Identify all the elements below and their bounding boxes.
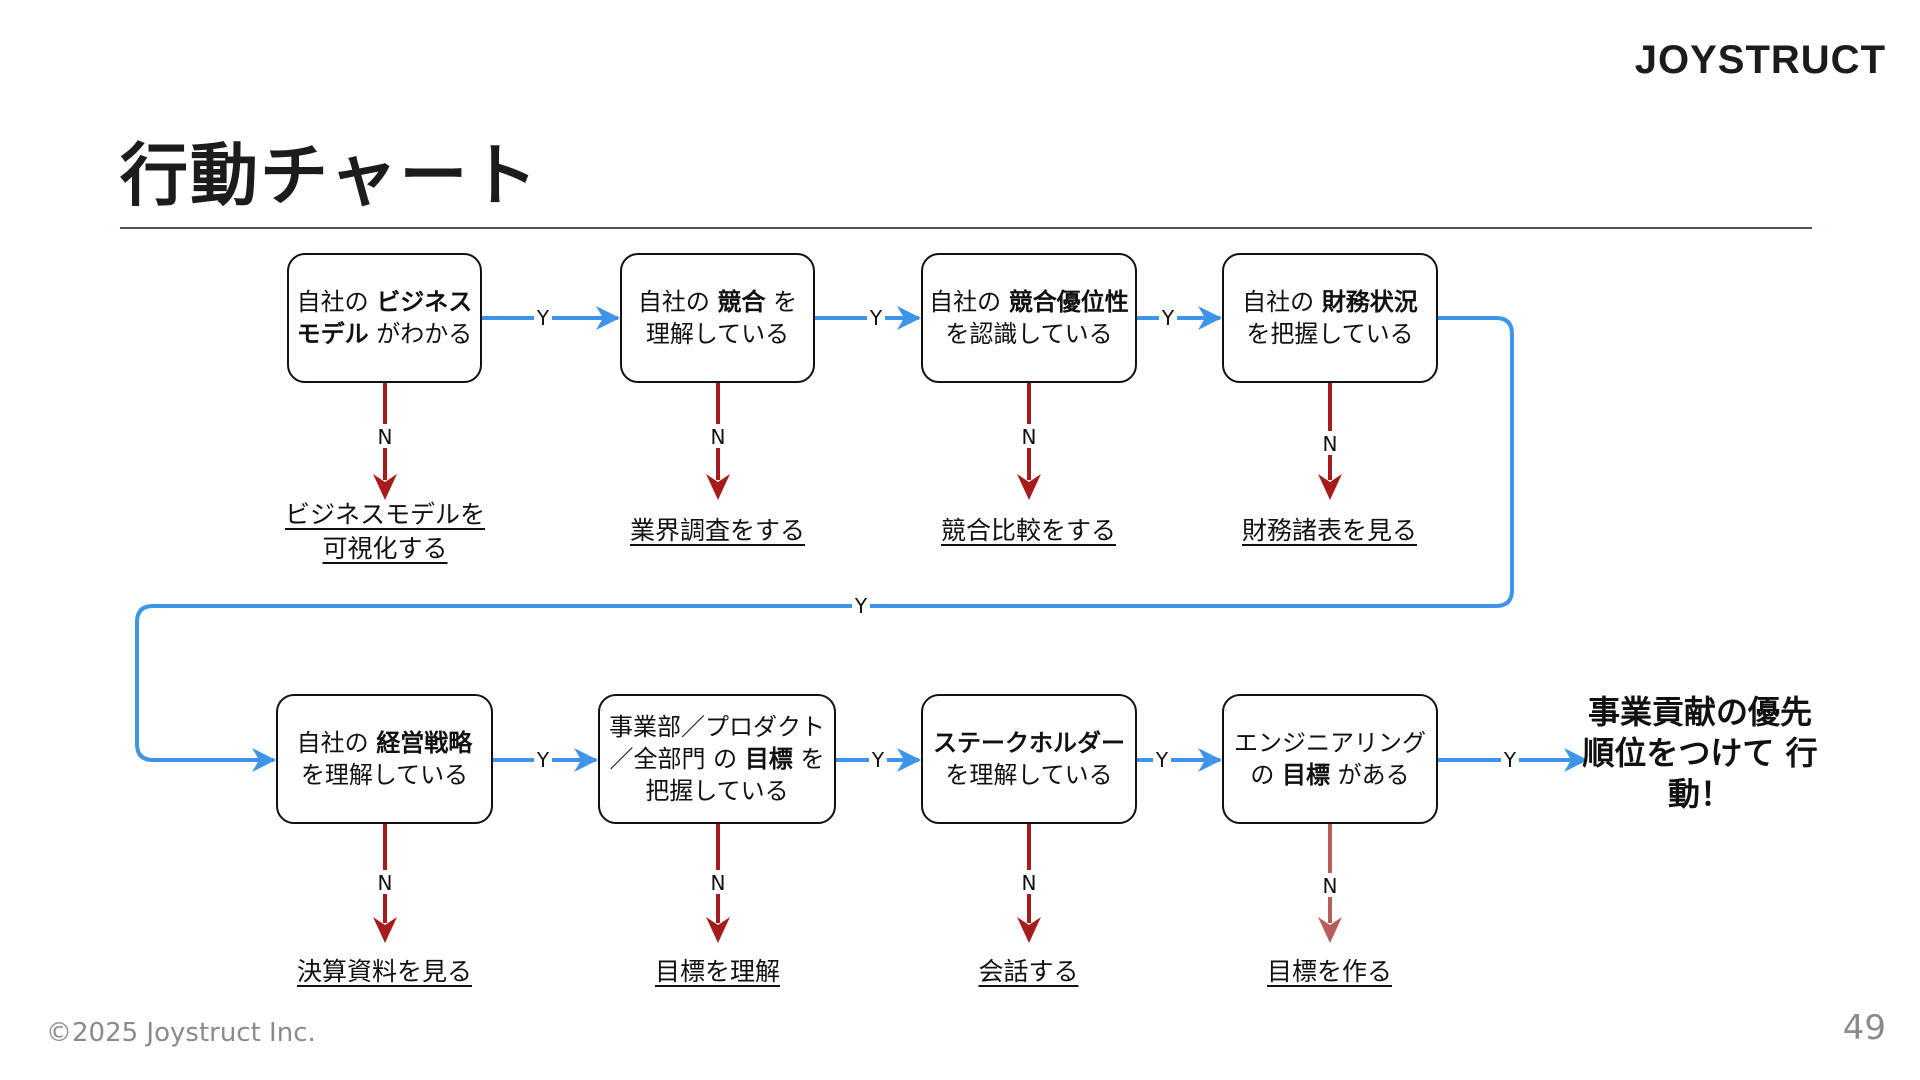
yes-arrow-5-head: [897, 748, 921, 772]
yes-label-2-bg: [867, 305, 885, 329]
yes-label-4-bg: [534, 747, 552, 771]
no-arrow-2-head: [706, 474, 730, 500]
yes-label-1: Y: [536, 306, 550, 330]
yes-label-5-bg: [869, 747, 887, 771]
step-box-competitors: 自社の 競合 を理解している: [620, 253, 815, 383]
copyright: ©2025 Joystruct Inc.: [46, 1018, 316, 1048]
page-number: 49: [1842, 1008, 1886, 1048]
yes-arrow-final-head: [1564, 748, 1588, 772]
no-label-4-bg: [1321, 431, 1339, 455]
no-arrow-6-head: [706, 917, 730, 943]
no-label-1: N: [378, 425, 393, 449]
company-logo: JOYSTRUCT: [1634, 38, 1886, 82]
yes-wrap-head: [252, 748, 276, 772]
no-arrow-5-head: [373, 917, 397, 943]
no-label-1-bg: [376, 424, 394, 448]
no-label-8-bg: [1321, 873, 1339, 897]
step-box-engineering-goals: エンジニアリング の 目標 がある: [1222, 694, 1438, 824]
yes-label-4: Y: [536, 748, 550, 772]
yes-wrap-connector: [135, 316, 1514, 762]
yes-label-final-bg: [1501, 747, 1519, 771]
action-have-conversation[interactable]: 会話する: [978, 957, 1079, 986]
action-create-goals[interactable]: 目標を作る: [1266, 957, 1392, 986]
no-arrow-7-head: [1017, 917, 1041, 943]
yes-label-5: Y: [871, 748, 885, 772]
yes-arrow-2-head: [897, 306, 921, 330]
no-label-3: N: [1022, 425, 1037, 449]
yes-arrow-4-head: [574, 748, 598, 772]
action-understand-goals[interactable]: 目標を理解: [654, 957, 780, 986]
no-arrow-3-head: [1017, 474, 1041, 500]
step-box-competitive-advantage: 自社の 競合優位性 を認識している: [921, 253, 1137, 383]
no-label-7: N: [1022, 871, 1037, 895]
title-divider: [120, 227, 1812, 229]
no-label-2: N: [711, 425, 726, 449]
step-box-stakeholders: ステークホルダー を理解している: [921, 694, 1137, 824]
yes-label-wrap-bg: [852, 593, 870, 617]
yes-arrow-6-head: [1198, 748, 1222, 772]
yes-label-6: Y: [1155, 748, 1169, 772]
no-label-7-bg: [1020, 870, 1038, 894]
action-compare-competitors[interactable]: 競合比較をする: [940, 516, 1116, 545]
step-box-department-goals: 事業部／プロダクト／全部門 の 目標 を把握している: [598, 694, 836, 824]
step-box-management-strategy: 自社の 経営戦略 を理解している: [276, 694, 493, 824]
yes-label-1-bg: [534, 305, 552, 329]
step-box-financial-status: 自社の 財務状況 を把握している: [1222, 253, 1438, 383]
no-label-5: N: [378, 871, 393, 895]
no-label-8: N: [1323, 874, 1338, 898]
action-industry-research[interactable]: 業界調査をする: [629, 516, 805, 545]
yes-label-2: Y: [869, 306, 883, 330]
no-label-6-bg: [709, 870, 727, 894]
no-label-6: N: [711, 871, 726, 895]
yes-label-final: Y: [1503, 748, 1517, 772]
step-box-business-model: 自社の ビジネスモデル がわかる: [287, 253, 482, 383]
yes-arrow-3-head: [1198, 306, 1222, 330]
no-label-5-bg: [376, 870, 394, 894]
no-label-2-bg: [709, 424, 727, 448]
yes-label-6-bg: [1153, 747, 1171, 771]
final-outcome: 事業貢献の優先順位をつけて 行動！: [1582, 693, 1818, 813]
no-arrow-1-head: [373, 474, 397, 500]
yes-label-3-bg: [1159, 305, 1177, 329]
action-view-earnings-materials[interactable]: 決算資料を見る: [296, 957, 472, 986]
yes-arrow-1-head: [596, 306, 620, 330]
no-label-3-bg: [1020, 424, 1038, 448]
action-visualize-business-model[interactable]: ビジネスモデルを可視化する: [284, 500, 485, 563]
action-view-financial-statements[interactable]: 財務諸表を見る: [1241, 516, 1417, 545]
no-arrow-4-head: [1318, 474, 1342, 500]
no-arrow-8-head: [1318, 917, 1342, 943]
yes-label-3: Y: [1161, 306, 1175, 330]
page-title: 行動チャート: [120, 137, 540, 216]
yes-label-wrap: Y: [854, 594, 868, 618]
no-label-4: N: [1323, 432, 1338, 456]
